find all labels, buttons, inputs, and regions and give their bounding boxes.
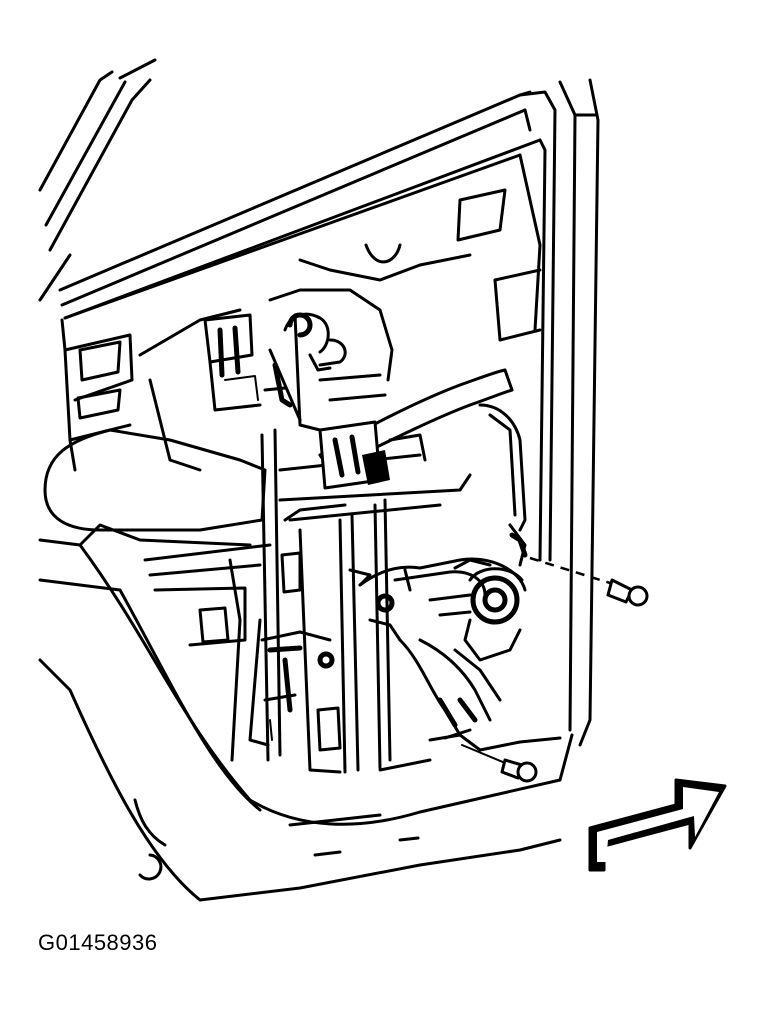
door-frame-upper xyxy=(38,58,600,747)
figure-id-label: G01458936 xyxy=(38,930,158,955)
motor-upper-bolt xyxy=(529,556,649,607)
regulator-cable-conduit xyxy=(318,368,514,490)
door-latch-mechanism xyxy=(203,288,394,432)
regulator-lower-fastener xyxy=(267,645,335,741)
door-lower-structure xyxy=(38,428,574,902)
window-motor-assembly xyxy=(348,403,528,740)
window-regulator-rails xyxy=(260,428,562,774)
front-direction-arrow-icon xyxy=(588,778,727,872)
motor-lower-bolt xyxy=(461,744,538,783)
